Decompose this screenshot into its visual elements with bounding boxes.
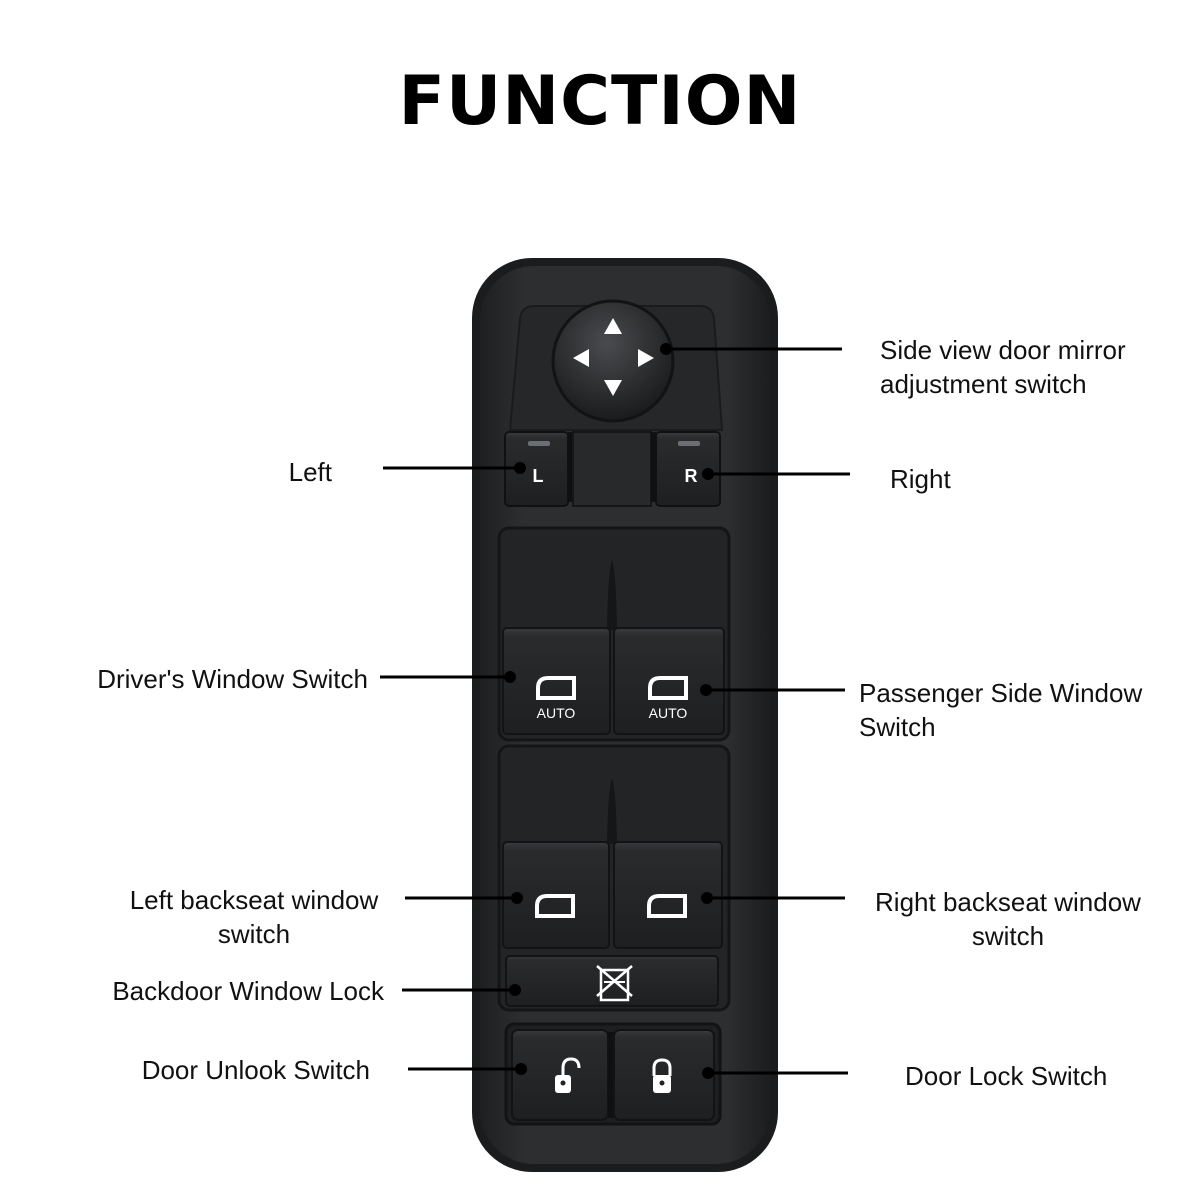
window-icon <box>535 894 575 918</box>
mirror-adjustment-knob[interactable] <box>551 299 675 423</box>
backdoor-window-lock-label: Backdoor Window Lock <box>112 976 384 1006</box>
right-mirror-select-button[interactable] <box>655 431 721 507</box>
right-backseat-switch-label: Right backseat window switch <box>858 885 1158 953</box>
door-unlock-switch-label: Door Unlook Switch <box>141 1055 370 1085</box>
mirror-arrow-up-icon <box>604 318 622 334</box>
mirror-switch-label-line2: adjustment switch <box>880 369 1087 399</box>
left-backseat-label-line2: switch <box>217 919 291 949</box>
window-lock-icon <box>596 965 633 1002</box>
padlock-closed-icon <box>652 1058 672 1093</box>
mirror-arrow-right-icon <box>638 349 654 367</box>
window-icon <box>647 894 687 918</box>
window-icon <box>536 676 576 700</box>
left-button-label: L <box>533 466 544 486</box>
passenger-window-switch-label: Passenger Side Window Switch <box>859 676 1179 744</box>
passenger-auto-label: AUTO <box>649 705 688 721</box>
mirror-center-panel <box>572 431 652 507</box>
left-backseat-switch-label: Left backseat window switch <box>110 883 398 951</box>
mirror-switch-label: Side view door mirror adjustment switch <box>880 333 1180 401</box>
left-backseat-label-line1: Left backseat window <box>129 885 379 915</box>
right-button-label: R <box>685 466 698 486</box>
page-title: FUNCTION <box>398 62 802 141</box>
mirror-arrow-down-icon <box>604 380 622 396</box>
door-lock-switch-label: Door Lock Switch <box>905 1061 1108 1091</box>
right-backseat-label-line1: Right backseat window <box>875 887 1141 917</box>
driver-window-switch[interactable] <box>502 627 611 735</box>
passenger-window-label-line2: Switch <box>859 712 936 742</box>
driver-window-switch-label: Driver's Window Switch <box>97 664 368 694</box>
callout-lines <box>380 343 850 1079</box>
right-backseat-label-line2: switch <box>971 921 1045 951</box>
mirror-switch-label-line1: Side view door mirror <box>880 335 1126 365</box>
left-label: Left <box>288 457 332 487</box>
window-icon <box>648 676 688 700</box>
passenger-window-switch[interactable] <box>613 627 725 735</box>
padlock-open-icon <box>555 1057 581 1093</box>
right-label: Right <box>890 464 951 494</box>
passenger-window-label-line1: Passenger Side Window <box>859 678 1143 708</box>
mirror-arrow-left-icon <box>573 349 589 367</box>
driver-auto-label: AUTO <box>537 705 576 721</box>
